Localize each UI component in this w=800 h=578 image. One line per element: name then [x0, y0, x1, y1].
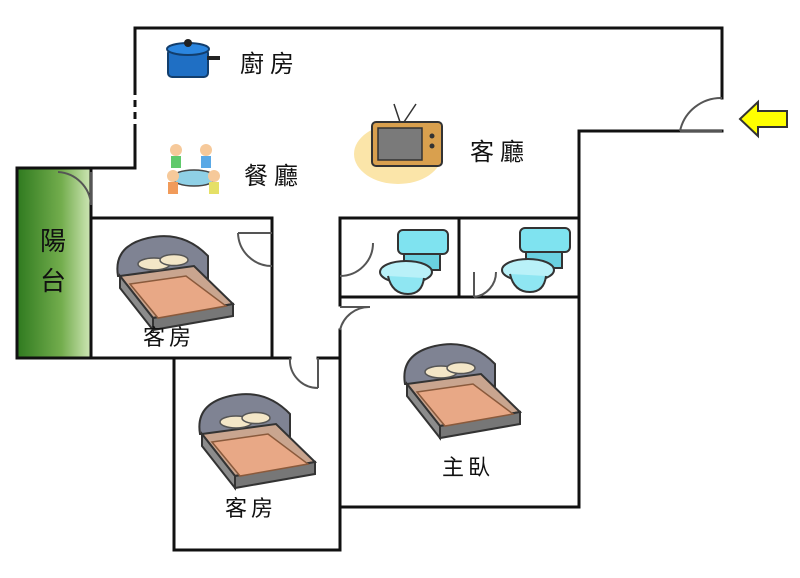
- door-bath-2: [473, 271, 498, 298]
- tv-icon: [354, 103, 443, 184]
- door-entrance: [679, 96, 723, 132]
- label-guest-room-1: 客房: [143, 326, 195, 351]
- toilet-icon: [379, 229, 449, 295]
- entrance-arrow-icon: [738, 99, 788, 139]
- label-balcony-1: 陽: [40, 227, 66, 257]
- bed-icon: [403, 343, 521, 439]
- label-master-bedroom: 主臥: [442, 456, 494, 481]
- door-bath-1: [339, 242, 374, 277]
- toilet-icon: [501, 227, 571, 293]
- door-guest-2: [288, 357, 319, 390]
- label-dining-room: 餐廳: [244, 162, 304, 190]
- label-guest-room-2: 客房: [225, 497, 277, 522]
- door-master: [339, 305, 371, 331]
- label-balcony-2: 台: [40, 267, 66, 297]
- family-dining-icon: [167, 144, 220, 194]
- balcony-area: [15, 166, 93, 360]
- bed-icon: [198, 393, 316, 489]
- outer-wall: [133, 26, 724, 100]
- pot-icon: [166, 39, 220, 78]
- label-kitchen: 廚房: [240, 50, 300, 78]
- bed-icon: [116, 235, 234, 331]
- door-guest-1: [237, 232, 273, 267]
- label-living-room: 客廳: [470, 138, 530, 166]
